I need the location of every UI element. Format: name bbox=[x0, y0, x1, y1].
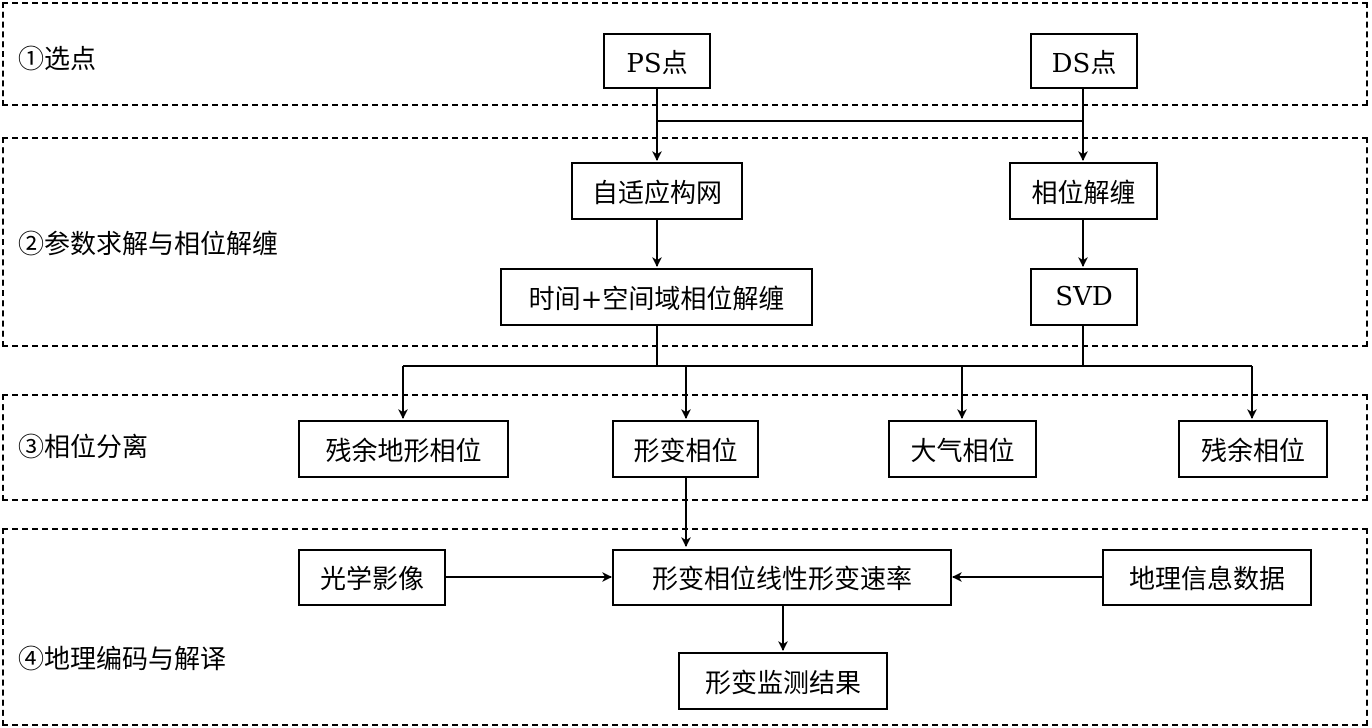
stage-label-solve: ②参数求解与相位解缠 bbox=[18, 230, 279, 260]
node-residual-terrain-phase: 残余地形相位 bbox=[298, 420, 509, 478]
node-spatiotemporal-unwrap: 时间+空间域相位解缠 bbox=[500, 268, 813, 326]
node-geo-info-data: 地理信息数据 bbox=[1102, 549, 1312, 606]
node-deformation-result: 形变监测结果 bbox=[678, 652, 888, 710]
node-optical-image: 光学影像 bbox=[298, 549, 446, 606]
node-svd: SVD bbox=[1030, 268, 1138, 326]
stage-panel-select bbox=[2, 2, 1368, 106]
node-atmospheric-phase: 大气相位 bbox=[888, 420, 1037, 478]
node-adaptive-network: 自适应构网 bbox=[571, 162, 743, 220]
node-deformation-phase: 形变相位 bbox=[612, 420, 759, 478]
node-residual-phase: 残余相位 bbox=[1178, 420, 1328, 478]
stage-label-separate: ③相位分离 bbox=[18, 433, 149, 463]
stage-label-select: ①选点 bbox=[18, 45, 97, 75]
node-ds-point: DS点 bbox=[1030, 33, 1138, 89]
stage-label-geocode: ④地理编码与解译 bbox=[18, 645, 227, 675]
stage-panel-solve bbox=[2, 137, 1368, 347]
node-phase-unwrap: 相位解缠 bbox=[1009, 162, 1158, 220]
node-ps-point: PS点 bbox=[603, 33, 711, 89]
node-linear-deformation-rate: 形变相位线性形变速率 bbox=[612, 549, 952, 606]
